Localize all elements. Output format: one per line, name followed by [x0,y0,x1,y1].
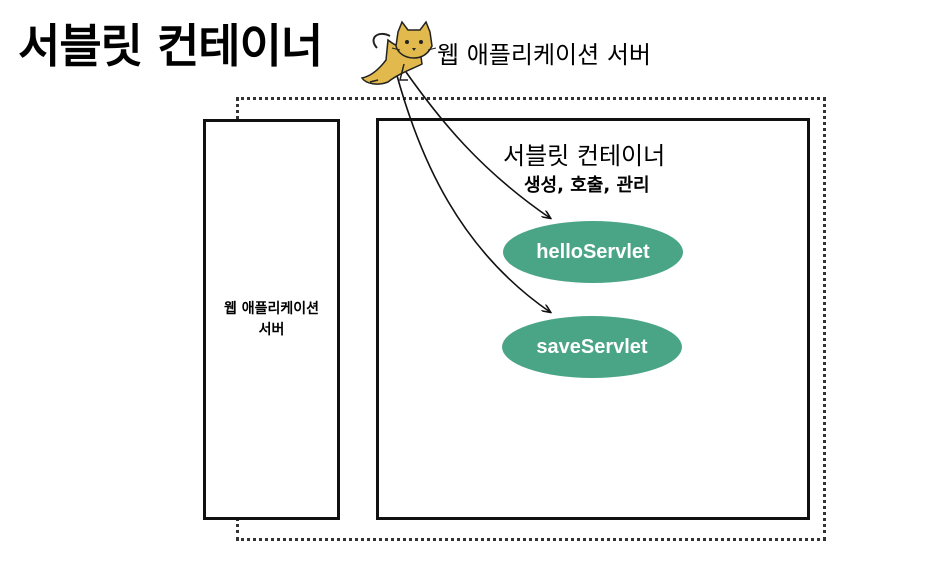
servlet-container-box [376,118,810,520]
container-subtitle: 생성, 호출, 관리 [524,175,650,196]
save-servlet-label: saveServlet [536,335,648,358]
was-label-line1: 웹 애플리케이션 [223,300,320,317]
tomcat-label: 웹 애플리케이션 서버 [437,41,651,69]
page-title: 서블릿 컨테이너 [18,19,323,73]
was-box: 웹 애플리케이션 서버 [203,119,340,520]
save-servlet-node: saveServlet [502,316,682,378]
hello-servlet-node: helloServlet [503,221,683,283]
was-label: 웹 애플리케이션 서버 [218,299,325,341]
was-label-line2: 서버 [258,321,285,338]
container-title: 서블릿 컨테이너 [503,142,666,170]
tomcat-cat-icon [360,20,437,85]
hello-servlet-label: helloServlet [536,240,650,263]
